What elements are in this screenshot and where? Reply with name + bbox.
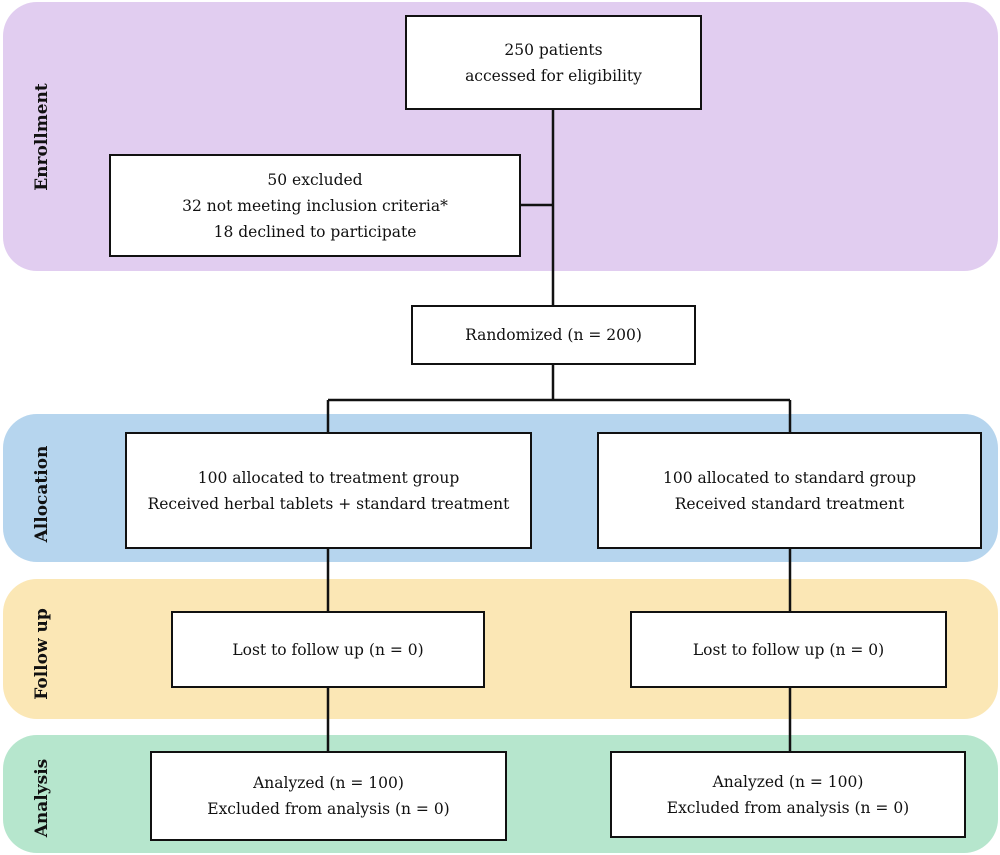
standard-allocation-line-2: Received standard treatment (674, 494, 905, 513)
standard-analysis-line-2: Excluded from analysis (n = 0) (666, 798, 910, 817)
follow-up-label: Follow up (32, 608, 52, 700)
excluded-line-3: 18 declined to participate (213, 222, 417, 241)
standard-analysis-line-1: Analyzed (n = 100) (712, 772, 864, 791)
eligibility-line-2: accessed for eligibility (465, 66, 642, 85)
treatment-allocation-line-1: 100 allocated to treatment group (197, 468, 460, 487)
standard-followup-line-1: Lost to follow up (n = 0) (692, 640, 885, 659)
eligibility-line-1: 250 patients (504, 40, 603, 59)
treatment-allocation-box: 100 allocated to treatment group Receive… (125, 432, 532, 549)
standard-allocation-box: 100 allocated to standard group Received… (597, 432, 982, 549)
treatment-followup-line-1: Lost to follow up (n = 0) (232, 640, 424, 659)
analysis-label: Analysis (32, 758, 52, 838)
excluded-line-1: 50 excluded (267, 170, 363, 189)
standard-followup-box: Lost to follow up (n = 0) (630, 611, 947, 688)
treatment-analysis-box: Analyzed (n = 100) Excluded from analysi… (150, 751, 507, 841)
standard-allocation-line-1: 100 allocated to standard group (662, 468, 917, 487)
treatment-analysis-line-2: Excluded from analysis (n = 0) (207, 800, 450, 818)
treatment-allocation-line-2: Received herbal tablets + standard treat… (147, 494, 510, 513)
treatment-analysis-line-1: Analyzed (n = 100) (253, 774, 404, 792)
excluded-box: 50 excluded 32 not meeting inclusion cri… (109, 154, 521, 257)
enrollment-label: Enrollment (32, 83, 52, 191)
excluded-line-2: 32 not meeting inclusion criteria* (182, 196, 448, 215)
randomized-line-1: Randomized (n = 200) (465, 326, 642, 344)
randomized-box: Randomized (n = 200) (411, 305, 696, 365)
standard-analysis-box: Analyzed (n = 100) Excluded from analysi… (610, 751, 966, 838)
treatment-followup-box: Lost to follow up (n = 0) (171, 611, 485, 688)
allocation-label: Allocation (32, 445, 52, 543)
eligibility-box: 250 patients accessed for eligibility (405, 15, 702, 110)
